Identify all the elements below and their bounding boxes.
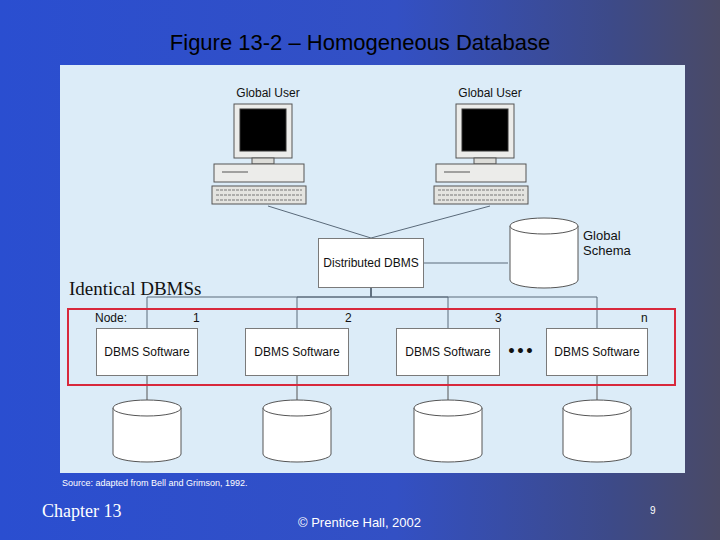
ellipsis: ••• bbox=[507, 344, 534, 358]
node-text: DBMS Software bbox=[554, 345, 639, 359]
node-text: Identical DBMSs bbox=[69, 278, 201, 300]
node-text: DBMS Software bbox=[254, 345, 339, 359]
process-box: DBMS Software bbox=[396, 328, 500, 376]
connector-line bbox=[268, 206, 371, 238]
database-cylinder bbox=[510, 218, 578, 288]
node-text: Global Schema bbox=[583, 228, 645, 258]
page-number: 9 bbox=[650, 505, 656, 517]
process-box: DBMS Software bbox=[546, 328, 648, 376]
process-box: DBMS Software bbox=[96, 328, 198, 376]
node-text: Global User bbox=[236, 86, 299, 206]
node-text: DBMS Software bbox=[104, 345, 189, 359]
node-databases bbox=[113, 376, 631, 462]
connector-line bbox=[424, 263, 508, 264]
database-node: Global Schema bbox=[508, 216, 648, 290]
node-text: DBMS Software bbox=[405, 345, 490, 359]
chapter-label: Chapter 13 bbox=[42, 500, 121, 522]
process-box: DBMS Software bbox=[245, 328, 349, 376]
node-caption: Node: bbox=[95, 311, 127, 325]
process-box: Distributed DBMS bbox=[318, 238, 424, 288]
node-number: 3 bbox=[495, 311, 502, 325]
computer-icon bbox=[212, 104, 306, 204]
copyright-note: © Prentice Hall, 2002 bbox=[298, 515, 421, 531]
highlight-band: Identical DBMSsDBMS SoftwareDBMS Softwar… bbox=[67, 308, 676, 386]
global-user: Global User bbox=[205, 86, 331, 206]
node-number: 2 bbox=[345, 311, 352, 325]
node-text: Global User bbox=[458, 86, 521, 206]
node-number: 1 bbox=[193, 311, 200, 325]
global-user: Global User bbox=[427, 86, 553, 206]
source-note: Source: adapted from Bell and Grimson, 1… bbox=[62, 478, 248, 489]
connector-line bbox=[371, 206, 490, 238]
slide-title: Figure 13-2 – Homogeneous Database bbox=[0, 30, 720, 56]
node-number: n bbox=[641, 311, 648, 325]
computer-icon bbox=[434, 104, 528, 204]
node-text: Distributed DBMS bbox=[323, 256, 418, 270]
